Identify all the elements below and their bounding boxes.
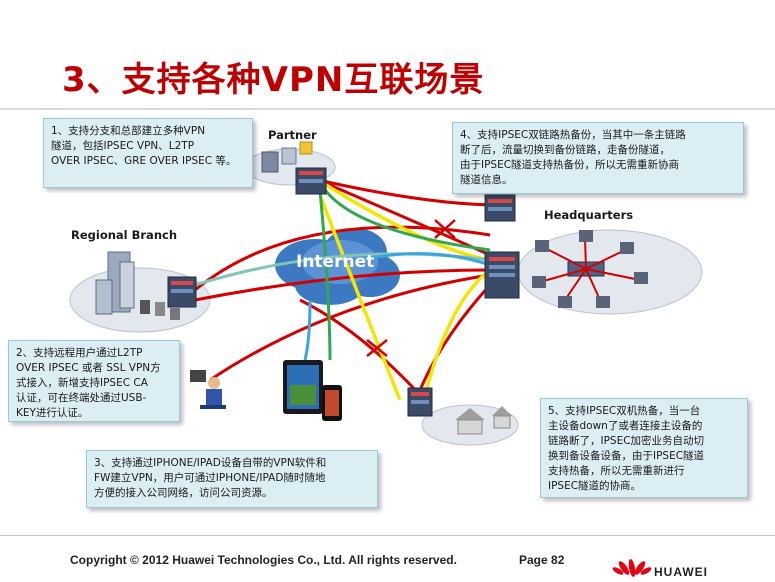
callout-2-line-1: 2、支持远程用户通过L2TP (16, 347, 143, 359)
tunnel-green-iphone (318, 189, 332, 361)
tunnel-red-branch-hq-2 (194, 268, 491, 302)
internet-label: Internet (296, 252, 375, 272)
ipad-icon (283, 360, 323, 414)
remote-site-house-icon (455, 406, 512, 435)
regional-branch-building-icon (95, 251, 135, 315)
callout-1-line-1: 1、支持分支和总部建立多种VPN (51, 125, 206, 137)
tunnel-red-branch-hq (194, 225, 491, 292)
page-number: Page 82 (519, 553, 565, 567)
tunnel-red-hq-remote (416, 283, 492, 396)
callout-2-line-4: 认证，可在终端处通过USB- (16, 392, 147, 404)
headquarters-pc-icons (532, 230, 648, 308)
callout-2-line-5: KEY进行认证。 (16, 407, 89, 419)
regional-branch-firewall-icon (167, 276, 197, 308)
callout-1: 1、支持分支和总部建立多种VPN 隧道，包括IPSEC VPN、L2TP OVE… (43, 118, 253, 188)
remote-user-icon (190, 370, 226, 409)
callout-4-line-2: 断了后，流量切换到备份链路，走备份隧道， (460, 144, 670, 156)
link-failure-mark-2 (366, 339, 388, 357)
remote-site-firewall-icon (407, 387, 433, 417)
callout-5-line-2: 主设备down了或者连接主设备的 (548, 420, 703, 432)
tunnel-yellow-hq-remote (423, 268, 492, 396)
tunnel-red-remote-backup (299, 298, 422, 397)
headquarters-label: Headquarters (544, 208, 634, 222)
partner-firewall-icon (295, 167, 327, 195)
callout-3-line-2: FW建立VPN，用户可通过IPHONE/IPAD随时随地 (94, 472, 326, 484)
headquarters-endpoints-icon (539, 237, 641, 301)
callout-3-line-1: 3、支持通过IPHONE/IPAD设备自带的VPN软件和 (94, 457, 327, 469)
callout-5-line-4: 换到备设备设备，由于IPSEC隧道 (548, 450, 705, 462)
link-failure-mark-1 (434, 219, 456, 239)
callout-4-line-4: 隧道信息。 (460, 174, 513, 186)
callout-5-line-1: 5、支持IPSEC双机热备，当一台 (548, 405, 701, 417)
callout-5: 5、支持IPSEC双机热备，当一台 主设备down了或者连接主设备的 链路断了，… (540, 398, 748, 498)
partner-server-icon (261, 141, 313, 173)
regional-branch-devices-icon (140, 300, 180, 320)
callout-4: 4、支持IPSEC双链路热备份，当其中一条主链路 断了后，流量切换到备份链路，走… (452, 122, 744, 194)
footer-divider (0, 535, 775, 536)
tunnel-red-partner-backup (317, 178, 501, 207)
callout-4-line-3: 由于IPSEC隧道支持热备份，所以无需重新协商 (460, 159, 680, 171)
callout-2: 2、支持远程用户通过L2TP OVER IPSEC 或者 SSL VPN方 式接… (8, 340, 180, 422)
tunnel-blue-iphone (303, 299, 312, 361)
callout-4-line-1: 4、支持IPSEC双链路热备份，当其中一条主链路 (460, 129, 686, 141)
tunnel-red-user-hq (209, 273, 491, 382)
tunnel-yellow-branch (318, 194, 402, 401)
callout-3-line-3: 方便的接入公司网络，访问公司资源。 (94, 487, 273, 499)
callout-2-line-3: 式接入，新增支持IPSEC CA (16, 377, 148, 389)
network-diagram (69, 141, 703, 446)
tunnel-blue-hq (359, 252, 491, 267)
callout-2-line-2: OVER IPSEC 或者 SSL VPN方 (16, 362, 161, 374)
callout-5-line-5: 支持热备，所以无需重新进行 (548, 465, 685, 477)
iphone-icon (322, 385, 342, 421)
huawei-logo-icon (612, 559, 652, 577)
callout-3: 3、支持通过IPHONE/IPAD设备自带的VPN软件和 FW建立VPN，用户可… (86, 450, 378, 508)
headquarters-firewall-backup-icon (484, 251, 520, 299)
brand-name: HUAWEI (654, 565, 708, 579)
page-title: 3、支持各种VPN互联场景 (62, 60, 485, 100)
callout-5-line-6: IPSEC隧道的协商。 (548, 480, 642, 492)
title-divider (0, 108, 775, 110)
callout-1-line-3: OVER IPSEC、GRE OVER IPSEC 等。 (51, 155, 237, 167)
copyright-text: Copyright © 2012 Huawei Technologies Co.… (70, 553, 457, 567)
regional-branch-label: Regional Branch (71, 228, 178, 242)
callout-1-line-2: 隧道，包括IPSEC VPN、L2TP (51, 140, 195, 152)
partner-label: Partner (268, 128, 317, 142)
callout-5-line-3: 链路断了，IPSEC加密业务自动切 (548, 435, 705, 447)
headquarters-firewall-primary-icon (484, 194, 516, 222)
